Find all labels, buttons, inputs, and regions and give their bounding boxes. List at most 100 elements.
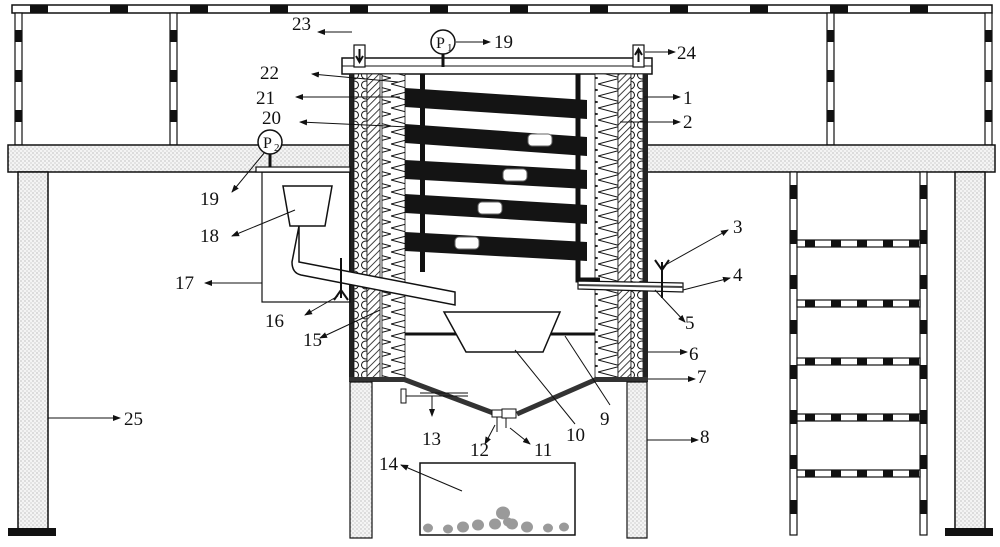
rung-dash [883,414,893,421]
beam-dash [750,5,768,13]
outer-shell-right [643,74,648,380]
rail-dash [920,185,927,199]
rail-dash [920,275,927,289]
label-17: 17 [175,273,194,294]
label-7: 7 [697,367,707,388]
particle [489,519,501,530]
rung-dash [831,358,841,365]
rail-dash [790,500,797,514]
post-dash [985,110,992,122]
particle [443,525,453,534]
rung-dash [857,358,867,365]
rung-dash [805,414,815,421]
label-11: 11 [534,440,552,461]
leader-line [655,290,685,322]
gas-line [256,167,350,172]
support-frame [8,5,995,536]
insulation-layer-right [618,74,631,380]
label-25: 25 [124,409,143,430]
label-8: 8 [700,427,710,448]
rail-dash [790,365,797,379]
beam-dash [30,5,48,13]
shelf [405,232,587,261]
post-dash [985,70,992,82]
rail-dash [920,455,927,469]
rail-dash [790,275,797,289]
label-21: 21 [256,88,275,109]
rung-dash [857,300,867,307]
particle [423,524,433,533]
label-16: 16 [265,311,284,332]
rung-dash [805,470,815,477]
leader-line [305,296,338,315]
label-1: 1 [683,88,693,109]
sample [455,237,479,249]
shelf [405,160,587,189]
shelf [405,124,587,156]
rung-dash [883,240,893,247]
rail-dash [920,230,927,244]
beam-dash [110,5,128,13]
rail-dash [920,500,927,514]
label-4: 4 [733,265,743,286]
rung-dash [883,300,893,307]
rail-dash [920,410,927,424]
rail-dash [920,365,927,379]
rung-dash [831,470,841,477]
rung-dash [805,358,815,365]
post-dash [827,70,834,82]
post-dash [827,30,834,42]
particle [559,523,569,532]
label-20: 20 [262,108,281,129]
shelf [405,88,587,119]
left-support-leg [18,172,48,530]
gauge-subscript: 1 [447,42,453,54]
beam-dash [350,5,368,13]
rung-dash [883,470,893,477]
left-leg-foot [8,528,56,536]
right-support-leg [955,172,985,530]
particle [503,518,513,527]
rail-dash [790,230,797,244]
beam-dash [590,5,608,13]
leader-line [683,278,730,290]
sample [528,134,552,146]
rung-dash [857,414,867,421]
rail-dash [790,185,797,199]
label-13: 13 [422,429,441,450]
beam-dash [830,5,848,13]
label-18: 18 [200,226,219,247]
post-dash [170,110,177,122]
rung-dash [909,414,919,421]
rail-dash [790,410,797,424]
outlet-fitting [492,410,502,417]
particle [457,522,469,533]
rung-dash [831,414,841,421]
outlet-fitting [502,409,516,418]
post-dash [15,110,22,122]
leader-line [660,230,728,268]
right-reactor-leg [627,382,647,538]
crucible [444,312,560,352]
label-14: 14 [379,454,399,475]
particle [543,524,553,533]
rung-dash [857,470,867,477]
label-24: 24 [677,43,697,64]
label-9: 9 [600,409,610,430]
sample-shelves [405,88,587,261]
rail-dash [790,320,797,334]
label-12: 12 [470,440,489,461]
rung-dash [909,300,919,307]
post-dash [170,30,177,42]
post-dash [827,110,834,122]
label-3: 3 [733,217,743,238]
gauge-label: P [436,35,445,52]
beam-dash [430,5,448,13]
rung-dash [831,300,841,307]
cooling-layer-left [354,74,367,380]
left-reactor-leg [350,382,372,538]
label-6: 6 [689,344,699,365]
sample [503,169,527,181]
rung-dash [805,240,815,247]
